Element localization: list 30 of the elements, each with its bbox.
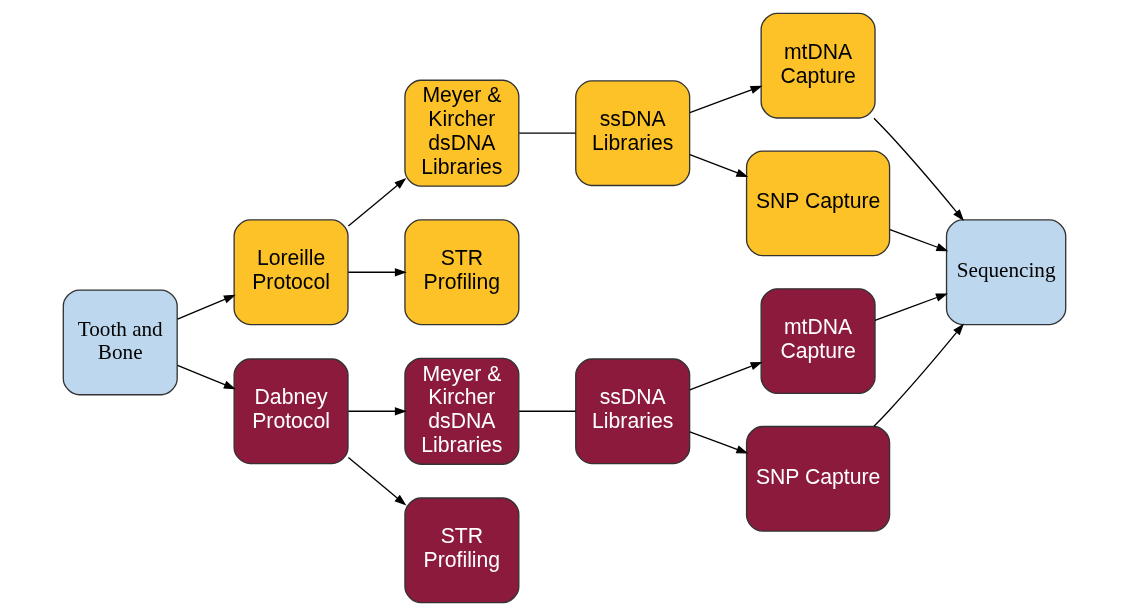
node-box: mtDNA Capture <box>760 288 876 395</box>
arrow <box>688 431 748 454</box>
connector <box>518 410 576 412</box>
arrow <box>872 117 964 222</box>
node-box: Loreille Protocol <box>232 219 349 326</box>
arrow <box>688 154 748 178</box>
arrow <box>688 85 763 114</box>
arrow <box>347 268 407 277</box>
arrow <box>347 407 407 416</box>
node-box: mtDNA Capture <box>760 12 876 119</box>
arrow <box>872 323 964 427</box>
node-box: STR Profiling <box>403 219 519 326</box>
node-box: ssDNA Libraries <box>574 80 690 187</box>
connector <box>518 132 576 134</box>
node-box: ssDNA Libraries <box>574 358 690 465</box>
node-box: STR Profiling <box>403 497 519 604</box>
node-box: Meyer & Kircher dsDNA Libraries <box>403 79 519 187</box>
node-box: Tooth and Bone <box>62 289 178 396</box>
arrow <box>347 456 406 506</box>
node-box: SNP Capture <box>745 425 890 532</box>
node-box: SNP Capture <box>745 150 890 257</box>
arrow <box>888 228 948 252</box>
arrow <box>873 293 948 322</box>
arrow <box>688 361 762 391</box>
arrow <box>347 178 406 227</box>
arrow <box>176 294 236 320</box>
arrow <box>176 364 236 390</box>
node-box: Meyer & Kircher dsDNA Libraries <box>403 357 519 465</box>
node-box: Dabney Protocol <box>232 358 349 465</box>
node-box: Sequencing <box>945 219 1066 326</box>
